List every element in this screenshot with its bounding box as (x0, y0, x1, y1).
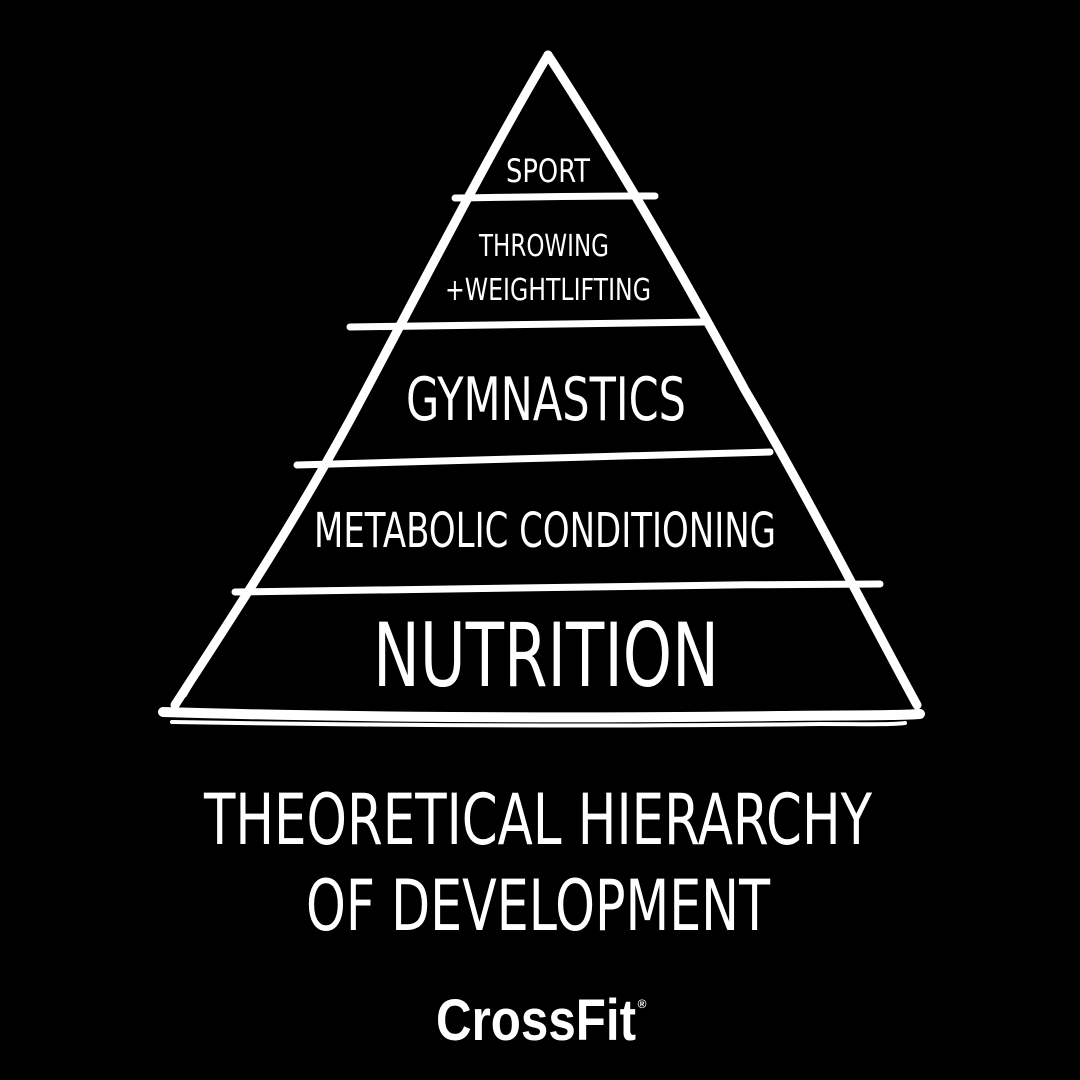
logo-registered-mark: ® (638, 997, 647, 1011)
divider-gymnastics (293, 448, 774, 469)
divider-throwing (346, 318, 709, 331)
logo-wordmark: CrossFit (436, 988, 636, 1053)
pyramid-left-edge-overstroke (183, 60, 545, 697)
crossfit-logo: CrossFit ® (436, 988, 647, 1053)
tier-labels: SPORT THROWING +WEIGHTLIFTING GYMNASTICS… (314, 152, 776, 707)
tier-label-throwing: THROWING (478, 229, 609, 264)
pyramid-base-overstroke (170, 720, 907, 728)
pyramid-right-edge-overstroke (553, 60, 912, 697)
tier-label-gymnastics: GYMNASTICS (406, 365, 686, 435)
tier-label-sport: SPORT (506, 152, 590, 190)
tier-label-metabolic-conditioning: METABOLIC CONDITIONING (314, 503, 776, 559)
tier-dividers (231, 192, 884, 596)
divider-metcon (231, 580, 884, 596)
caption: THEORETICAL HIERARCHY OF DEVELOPMENT (203, 779, 872, 947)
tier-label-nutrition: NUTRITION (373, 604, 719, 707)
divider-sport (451, 192, 659, 202)
caption-line-1: THEORETICAL HIERARCHY (203, 779, 872, 861)
pyramid-outline (158, 50, 925, 728)
tier-label-weightlifting: +WEIGHTLIFTING (445, 273, 651, 308)
caption-line-2: OF DEVELOPMENT (306, 865, 770, 947)
pyramid-base (158, 707, 925, 723)
